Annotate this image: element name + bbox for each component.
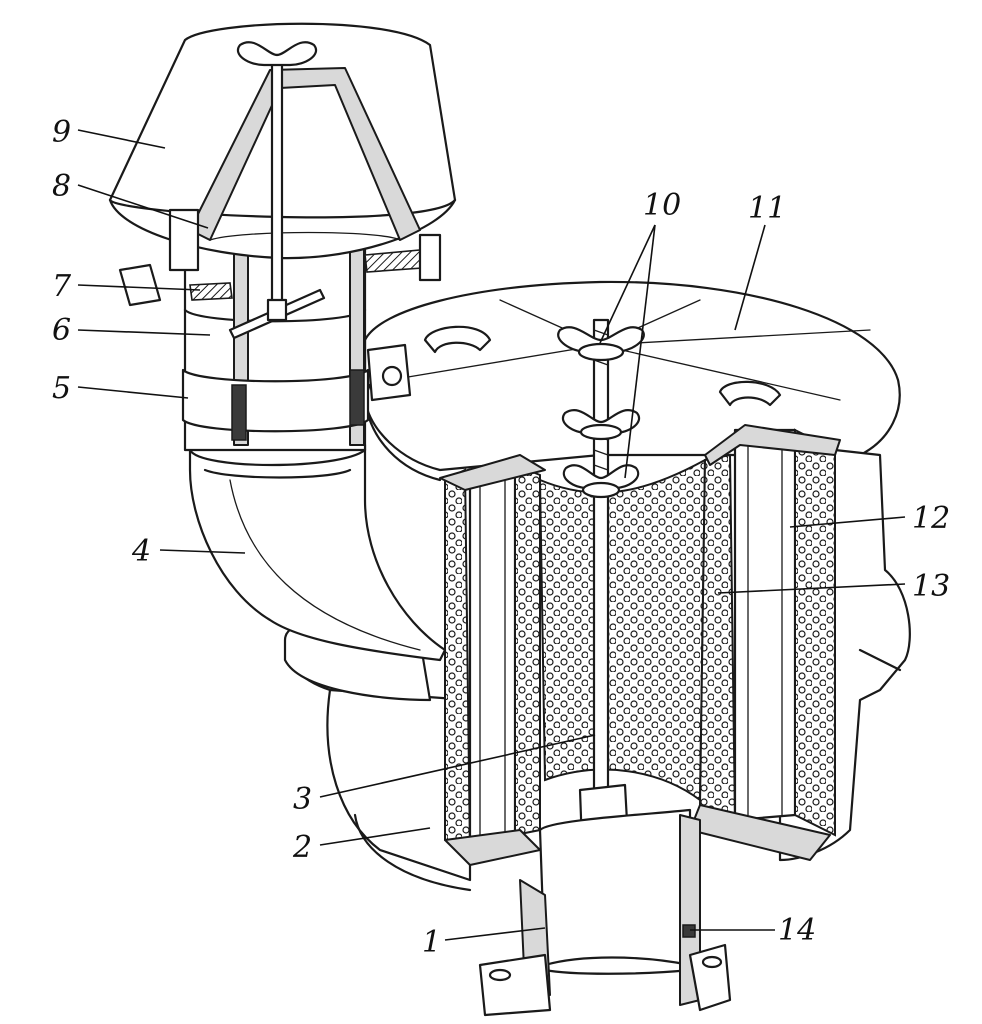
callout-7: 7 <box>52 269 72 304</box>
callout-3: 3 <box>293 782 312 817</box>
callout-12: 12 <box>912 501 950 536</box>
central-perforated-tube <box>538 458 707 802</box>
callout-10: 10 <box>643 188 681 223</box>
leader-4 <box>159 549 246 554</box>
callout-6: 6 <box>52 313 71 348</box>
callout-9: 9 <box>52 115 71 150</box>
left-perforated-wall <box>444 468 472 852</box>
leader-10a <box>599 224 656 344</box>
leader-6 <box>77 329 211 336</box>
leader-11 <box>734 224 766 331</box>
central-stud-assembly <box>557 318 645 847</box>
leader-lines <box>77 129 906 941</box>
filter-element <box>439 424 841 866</box>
callout-11: 11 <box>748 191 786 226</box>
leader-2 <box>319 827 431 846</box>
callout-8: 8 <box>52 169 71 204</box>
callout-5: 5 <box>52 371 71 406</box>
callout-13: 13 <box>912 569 950 604</box>
leader-13 <box>717 583 906 594</box>
cover <box>277 280 901 482</box>
leader-10b <box>624 224 656 479</box>
leader-9 <box>77 129 166 149</box>
callout-4: 4 <box>131 534 151 569</box>
callout-2: 2 <box>292 830 312 865</box>
leader-5 <box>77 386 189 399</box>
leader-12 <box>789 516 906 528</box>
leader-7 <box>77 284 201 291</box>
leader-3 <box>319 734 596 798</box>
outlet-pipe <box>478 808 732 1017</box>
leader-8 <box>77 184 209 229</box>
callout-14: 14 <box>778 913 816 948</box>
top-cap <box>108 22 457 340</box>
leader-1 <box>444 927 546 941</box>
callout-1: 1 <box>422 925 441 960</box>
callout-labels: 9 8 7 6 5 4 3 2 1 10 11 12 13 14 <box>52 115 950 960</box>
housing-body <box>283 619 472 892</box>
